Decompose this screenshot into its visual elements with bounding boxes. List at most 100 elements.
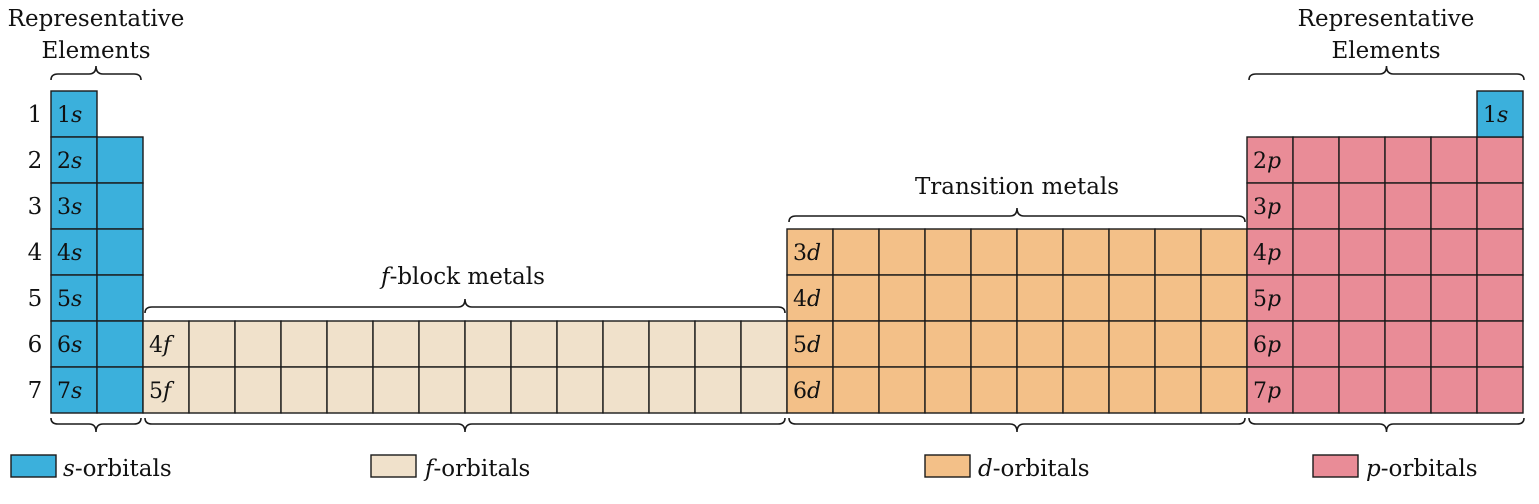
d-block-cell xyxy=(1016,320,1064,368)
d-block-label: 4d xyxy=(793,287,821,312)
d-block-cell xyxy=(1108,228,1156,276)
s-block-label: 3s xyxy=(57,195,82,220)
d-block-cell xyxy=(1062,228,1110,276)
legend: s-orbitals f-orbitals d-orbitals p-orbit… xyxy=(10,454,1478,482)
f-block-rest: -block metals xyxy=(390,264,545,290)
p-block-cell xyxy=(1430,320,1478,368)
legend-item-d-orbitals: d-orbitals xyxy=(924,454,1090,482)
legend-swatch-s xyxy=(10,454,57,478)
p-block-label: 7p xyxy=(1253,379,1281,404)
d-block-cell xyxy=(1154,320,1202,368)
f-block-cell xyxy=(740,320,788,368)
d-block-cell xyxy=(1108,320,1156,368)
p-block-label: 3p xyxy=(1253,195,1281,220)
p-block-cell xyxy=(1476,136,1524,184)
p-block-cell xyxy=(1430,228,1478,276)
p-block-cell xyxy=(1384,366,1432,414)
period-number: 3 xyxy=(28,194,43,220)
helium-1s-cell xyxy=(1476,90,1524,138)
s-block-cell xyxy=(96,228,144,276)
f-block-cell xyxy=(464,320,512,368)
period-number: 5 xyxy=(28,286,43,312)
d-block-cell xyxy=(878,320,926,368)
legend-label-f: f-orbitals xyxy=(423,456,530,482)
p-block-cell xyxy=(1476,228,1524,276)
shell-number: 5 xyxy=(57,287,71,312)
brace-p-bottom xyxy=(1248,417,1525,433)
legend-item-s-orbitals: s-orbitals xyxy=(10,454,172,482)
d-block-cell xyxy=(924,366,972,414)
d-block-label: 3d xyxy=(793,241,821,266)
d-block-cell xyxy=(924,228,972,276)
legend-swatch-f xyxy=(370,454,417,478)
legend-rest: -orbitals xyxy=(434,456,531,482)
shell-number: 4 xyxy=(57,241,71,266)
f-block-cell xyxy=(188,366,236,414)
f-block-metals-title: f-block metals xyxy=(379,264,545,290)
s-block-label: 1s xyxy=(57,103,82,128)
p-block-cell xyxy=(1338,228,1386,276)
d-block-cell xyxy=(1016,228,1064,276)
shell-number: 4 xyxy=(1253,241,1267,266)
brace-s-bottom xyxy=(50,417,142,433)
p-block-cell xyxy=(1246,136,1294,184)
brace-rep-left-top xyxy=(50,65,142,81)
s-block-label: 6s xyxy=(57,333,82,358)
shell-number: 6 xyxy=(1253,333,1267,358)
p-block-cell xyxy=(1476,320,1524,368)
legend-label-s: s-orbitals xyxy=(63,456,172,482)
f-block-label: 4f xyxy=(149,333,175,358)
p-block-cell xyxy=(1384,136,1432,184)
shell-number: 7 xyxy=(57,379,71,404)
p-block-cell xyxy=(1338,274,1386,322)
s-block-label: 2s xyxy=(57,149,82,174)
subshell-letter: d xyxy=(807,379,821,404)
legend-italic: d xyxy=(978,456,993,482)
s-block-cell xyxy=(96,182,144,230)
p-block-cell xyxy=(1430,366,1478,414)
f-block-cell xyxy=(280,320,328,368)
subshell-letter: s xyxy=(1497,103,1508,128)
subshell-letter: p xyxy=(1267,287,1281,312)
p-block-cell xyxy=(1246,228,1294,276)
p-block-cell xyxy=(1292,182,1340,230)
d-block-cell xyxy=(970,274,1018,322)
f-block-italic: f xyxy=(379,264,393,290)
p-block-label: 5p xyxy=(1253,287,1281,312)
legend-rest: -orbitals xyxy=(1381,456,1478,482)
legend-swatch-p xyxy=(1312,454,1359,478)
legend-italic: f xyxy=(423,456,437,482)
subshell-letter: s xyxy=(71,379,82,404)
d-block-cell xyxy=(1108,274,1156,322)
subshell-letter: p xyxy=(1267,241,1281,266)
d-block-cell xyxy=(878,366,926,414)
shell-number: 5 xyxy=(793,333,807,358)
f-block-cell xyxy=(694,320,742,368)
shell-number: 6 xyxy=(793,379,807,404)
p-block-cell xyxy=(1384,274,1432,322)
s-block-cell xyxy=(50,366,98,414)
f-block-cell xyxy=(648,366,696,414)
period-number: 6 xyxy=(28,332,43,358)
p-block-cell xyxy=(1430,182,1478,230)
f-block-cell xyxy=(418,320,466,368)
brace-rep-right-top xyxy=(1248,65,1525,81)
p-block-cell xyxy=(1338,182,1386,230)
f-block-cell xyxy=(694,366,742,414)
d-block-cell xyxy=(970,320,1018,368)
f-block-cell xyxy=(740,366,788,414)
block-cells xyxy=(50,90,1524,414)
d-block-cell xyxy=(878,274,926,322)
shell-number: 3 xyxy=(1253,195,1267,220)
shell-number: 2 xyxy=(1253,149,1267,174)
d-block-cell xyxy=(832,228,880,276)
subshell-letter: p xyxy=(1267,333,1281,358)
p-block-cell xyxy=(1292,274,1340,322)
subshell-letter: s xyxy=(71,103,82,128)
rep-right-line2: Elements xyxy=(1331,38,1440,64)
p-block-cell xyxy=(1476,366,1524,414)
brace-f-bottom xyxy=(144,417,786,433)
legend-item-p-orbitals: p-orbitals xyxy=(1312,454,1478,482)
d-block-cell xyxy=(1062,320,1110,368)
f-block-cell xyxy=(556,366,604,414)
